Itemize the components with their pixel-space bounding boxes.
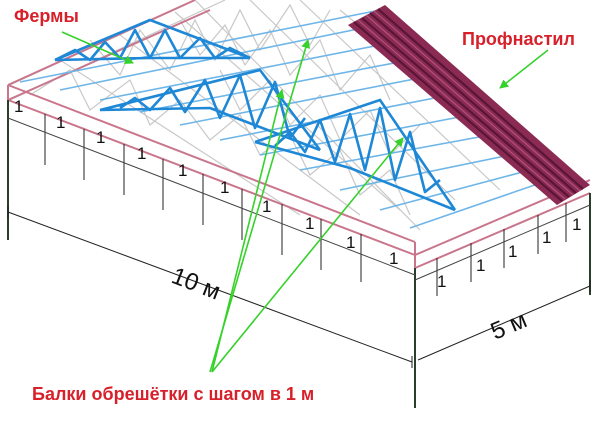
- step-label: 1: [305, 214, 314, 233]
- step-label: 1: [476, 256, 485, 275]
- step-label: 1: [137, 144, 146, 163]
- trusses-label: Фермы: [14, 6, 79, 26]
- length-dimension: 10 м: [168, 262, 224, 305]
- truss-3: [254, 98, 457, 212]
- roof-battens: [19, 9, 556, 229]
- step-label: 1: [178, 161, 187, 180]
- step-label: 1: [346, 233, 355, 252]
- step-label: 1: [56, 113, 65, 132]
- dimension-lines: [7, 206, 591, 368]
- step-label: 1: [96, 128, 105, 147]
- side-beams: [7, 0, 591, 269]
- step-markers: [7, 114, 591, 296]
- step-labels-long: 1 1 1 1 1 1 1 1 1 1: [14, 97, 398, 268]
- roofing-sheet: [348, 5, 590, 205]
- step-label: 1: [220, 178, 229, 197]
- roofing-label: Профнастил: [462, 29, 575, 49]
- step-label: 1: [14, 97, 23, 116]
- step-label: 1: [437, 272, 446, 291]
- step-label: 1: [542, 228, 551, 247]
- step-label: 1: [508, 242, 517, 261]
- step-label: 1: [572, 215, 581, 234]
- callout-arrows: [61, 31, 549, 373]
- step-label: 1: [389, 249, 398, 268]
- truss-1: [54, 18, 251, 62]
- battens-label: Балки обрешётки с шагом в 1 м: [32, 384, 314, 404]
- step-label: 1: [262, 197, 271, 216]
- width-dimension: 5 м: [487, 306, 531, 345]
- step-labels-short: 1 1 1 1 1: [437, 215, 581, 291]
